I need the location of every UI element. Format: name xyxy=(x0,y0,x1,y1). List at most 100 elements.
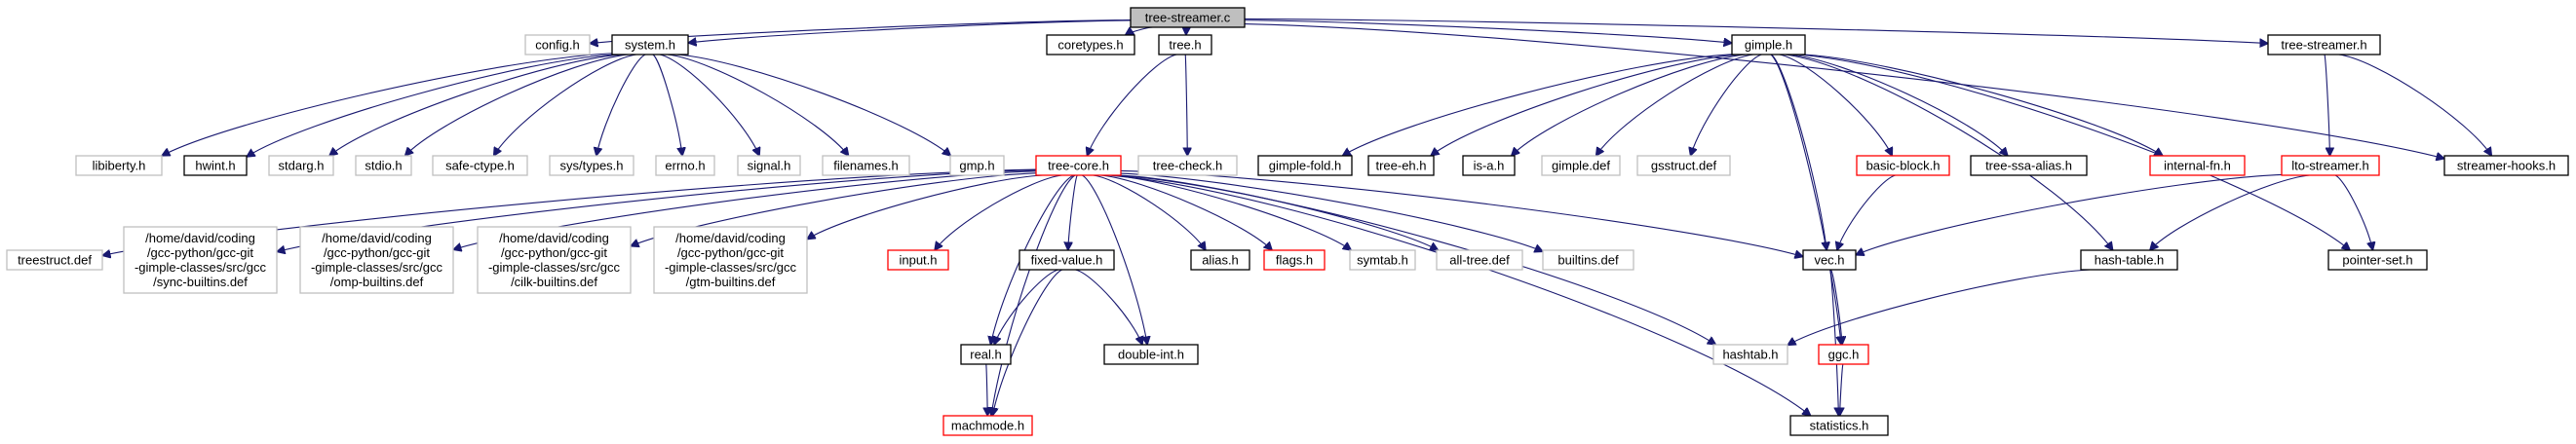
file-nodes: tree-streamer.c config.h system.h coretypes… xyxy=(6,7,2569,436)
node-label: -gimple-classes/src/gcc xyxy=(135,260,267,275)
node-box xyxy=(1789,415,1889,436)
node-coretypes-h[interactable]: coretypes.h xyxy=(1046,34,1135,56)
node-box xyxy=(1970,155,2088,176)
node-label: gmp.h xyxy=(959,159,994,173)
node-box xyxy=(1137,155,1238,176)
node-symtab-h[interactable]: symtab.h xyxy=(1349,249,1416,271)
node-stdio-h[interactable]: stdio.h xyxy=(355,155,412,176)
edge-tree-core-h-to-alias-h xyxy=(1093,174,1207,250)
node-hashtab-h[interactable]: hashtab.h xyxy=(1712,344,1788,365)
node-box xyxy=(1367,155,1435,176)
node-gmp-h[interactable]: gmp.h xyxy=(949,155,1005,176)
node-lto-streamer-h[interactable]: lto-streamer.h xyxy=(2281,155,2380,176)
node-box xyxy=(611,34,689,56)
node-box xyxy=(524,34,591,56)
node-machmode-h[interactable]: machmode.h xyxy=(942,415,1033,436)
node-tree-core-h[interactable]: tree-core.h xyxy=(1035,155,1122,176)
node-filenames-h[interactable]: filenames.h xyxy=(822,155,910,176)
node-libiberty-h[interactable]: libiberty.h xyxy=(75,155,163,176)
edge-tree-core-h-to-builtins-def xyxy=(1120,172,1543,251)
edge-tree-streamer-c-to-system-h xyxy=(688,19,1132,43)
node-system-h[interactable]: system.h xyxy=(611,34,689,56)
node-alias-h[interactable]: alias.h xyxy=(1190,249,1250,271)
node-internal-fn-h[interactable]: internal-fn.h xyxy=(2149,155,2246,176)
edge-system-h-to-stdarg-h xyxy=(329,54,623,156)
node-flags-h[interactable]: flags.h xyxy=(1263,249,1326,271)
edge-system-h-to-safe-ctype-h xyxy=(494,54,637,156)
edge-lto-streamer-h-to-vec-h xyxy=(1856,173,2283,254)
edge-hash-table-h-to-hashtab-h xyxy=(1788,269,2091,346)
node-all-tree-def[interactable]: all-tree.def xyxy=(1436,249,1523,271)
node-tree-streamer-h[interactable]: tree-streamer.h xyxy=(2267,34,2381,56)
node-label: errno.h xyxy=(665,159,705,173)
node-sync-builtins-def[interactable]: /home/david/coding/gcc-python/gcc-git-gi… xyxy=(123,226,278,294)
node-tree-streamer-c[interactable]: tree-streamer.c xyxy=(1130,7,1246,28)
node-statistics-h[interactable]: statistics.h xyxy=(1789,415,1889,436)
node-label: system.h xyxy=(625,38,675,53)
edge-tree-h-to-tree-check-h xyxy=(1185,54,1187,156)
edge-gimple-h-to-pointer-set-h xyxy=(1795,54,2350,250)
edge-real-h-to-machmode-h xyxy=(986,363,987,416)
node-stdarg-h[interactable]: stdarg.h xyxy=(268,155,334,176)
node-ggc-h[interactable]: ggc.h xyxy=(1818,344,1869,365)
edge-system-h-to-filenames-h xyxy=(667,54,849,156)
node-streamer-hooks-h[interactable]: streamer-hooks.h xyxy=(2443,155,2569,176)
node-fixed-value-h[interactable]: fixed-value.h xyxy=(1019,249,1115,271)
node-box xyxy=(960,344,1012,365)
node-label: gimple.def xyxy=(1552,159,1610,173)
node-errno-h[interactable]: errno.h xyxy=(655,155,715,176)
node-real-h[interactable]: real.h xyxy=(960,344,1012,365)
node-label: tree-eh.h xyxy=(1375,159,1426,173)
edge-gimple-h-to-ggc-h xyxy=(1770,54,1841,345)
node-label: /sync-builtins.def xyxy=(153,275,248,289)
node-omp-builtins-def[interactable]: /home/david/coding/gcc-python/gcc-git-gi… xyxy=(299,226,454,294)
node-box xyxy=(1019,249,1115,271)
node-hash-table-h[interactable]: hash-table.h xyxy=(2080,249,2178,271)
node-safe-ctype-h[interactable]: safe-ctype.h xyxy=(432,155,528,176)
node-box xyxy=(822,155,910,176)
node-basic-block-h[interactable]: basic-block.h xyxy=(1856,155,1950,176)
node-box xyxy=(1436,249,1523,271)
node-input-h[interactable]: input.h xyxy=(887,249,949,271)
node-vec-h[interactable]: vec.h xyxy=(1802,249,1857,271)
node-label: symtab.h xyxy=(1357,253,1408,268)
node-label: /gcc-python/gcc-git xyxy=(324,245,430,260)
node-treestruct-def[interactable]: treestruct.def xyxy=(6,249,103,271)
node-label: machmode.h xyxy=(951,419,1024,433)
node-label: coretypes.h xyxy=(1057,38,1123,53)
node-tree-eh-h[interactable]: tree-eh.h xyxy=(1367,155,1435,176)
node-tree-check-h[interactable]: tree-check.h xyxy=(1137,155,1238,176)
node-signal-h[interactable]: signal.h xyxy=(737,155,801,176)
node-label: real.h xyxy=(970,348,1002,362)
node-pointer-set-h[interactable]: pointer-set.h xyxy=(2327,249,2428,271)
edge-tree-core-h-to-statistics-h xyxy=(1106,174,1811,416)
node-label: vec.h xyxy=(1814,253,1844,268)
edge-vec-h-to-ggc-h xyxy=(1829,269,1842,345)
node-box xyxy=(1263,249,1326,271)
node-hwint-h[interactable]: hwint.h xyxy=(183,155,248,176)
node-label: ggc.h xyxy=(1828,348,1860,362)
node-box xyxy=(737,155,801,176)
node-box xyxy=(2267,34,2381,56)
node-config-h[interactable]: config.h xyxy=(524,34,591,56)
node-gimple-def[interactable]: gimple.def xyxy=(1541,155,1621,176)
edge-lto-streamer-h-to-pointer-set-h xyxy=(2334,174,2373,250)
edge-gimple-h-to-tree-eh-h xyxy=(1431,54,1740,156)
node-is-a-h[interactable]: is-a.h xyxy=(1462,155,1516,176)
node-sys-types-h[interactable]: sys/types.h xyxy=(549,155,634,176)
node-label: config.h xyxy=(535,38,580,53)
node-label: /cilk-builtins.def xyxy=(511,275,597,289)
node-box xyxy=(2149,155,2246,176)
node-box xyxy=(1541,155,1621,176)
node-gtm-builtins-def[interactable]: /home/david/coding/gcc-python/gcc-git-gi… xyxy=(653,226,808,294)
node-box xyxy=(1257,155,1353,176)
node-builtins-def[interactable]: builtins.def xyxy=(1542,249,1634,271)
node-gimple-fold-h[interactable]: gimple-fold.h xyxy=(1257,155,1353,176)
node-cilk-builtins-def[interactable]: /home/david/coding/gcc-python/gcc-git-gi… xyxy=(477,226,632,294)
node-tree-ssa-alias-h[interactable]: tree-ssa-alias.h xyxy=(1970,155,2088,176)
node-double-int-h[interactable]: double-int.h xyxy=(1103,344,1199,365)
node-gsstruct-def[interactable]: gsstruct.def xyxy=(1636,155,1731,176)
node-gimple-h[interactable]: gimple.h xyxy=(1731,34,1806,56)
node-tree-h[interactable]: tree.h xyxy=(1158,34,1212,56)
